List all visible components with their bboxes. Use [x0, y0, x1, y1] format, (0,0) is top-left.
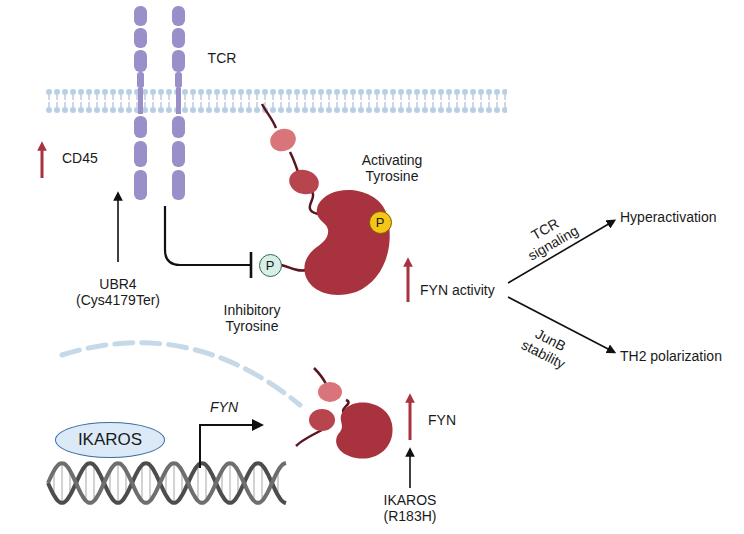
- site-label: Inhibitory Tyrosine: [207, 302, 297, 334]
- receptor-label: TCR: [208, 50, 237, 66]
- site-label: Activating Tyrosine: [347, 152, 437, 184]
- gene-label: FYN: [210, 399, 238, 415]
- outcome-label: TH2 polarization: [620, 348, 722, 364]
- node-text: IKAROS: [78, 430, 142, 450]
- increase-arrow: [407, 262, 410, 302]
- phospho-site: P: [369, 211, 392, 234]
- cell-membrane: [45, 88, 507, 114]
- inhibition-bar: [250, 252, 253, 278]
- effect-arrow: [409, 452, 411, 488]
- phospho-site: P: [259, 254, 282, 277]
- transcription-arrow: [200, 425, 258, 468]
- tcr-receptor: [134, 6, 185, 200]
- node-text: P: [266, 258, 275, 273]
- effect-arrow: [117, 196, 119, 262]
- mutation-label: UBR4 (Cys4179Ter): [68, 276, 168, 308]
- increase-arrow: [409, 398, 412, 440]
- protein-label: CD45: [62, 150, 98, 166]
- node-text: P: [376, 215, 385, 230]
- outcome-label: Hyperactivation: [620, 209, 717, 225]
- nuclear-envelope: [62, 343, 300, 405]
- pathway-label: JunB stability: [507, 316, 588, 378]
- inhibition-line: [165, 206, 250, 265]
- dna-helix: [48, 463, 286, 503]
- pathway-label: TCR signaling: [509, 204, 589, 269]
- mutation-label: IKAROS (R183H): [368, 492, 452, 524]
- fyn-protein: [296, 368, 393, 459]
- increase-arrow: [41, 146, 44, 178]
- protein-label: FYN: [428, 412, 456, 428]
- activity-label: FYN activity: [420, 282, 495, 298]
- transcription-factor: IKAROS: [55, 422, 165, 458]
